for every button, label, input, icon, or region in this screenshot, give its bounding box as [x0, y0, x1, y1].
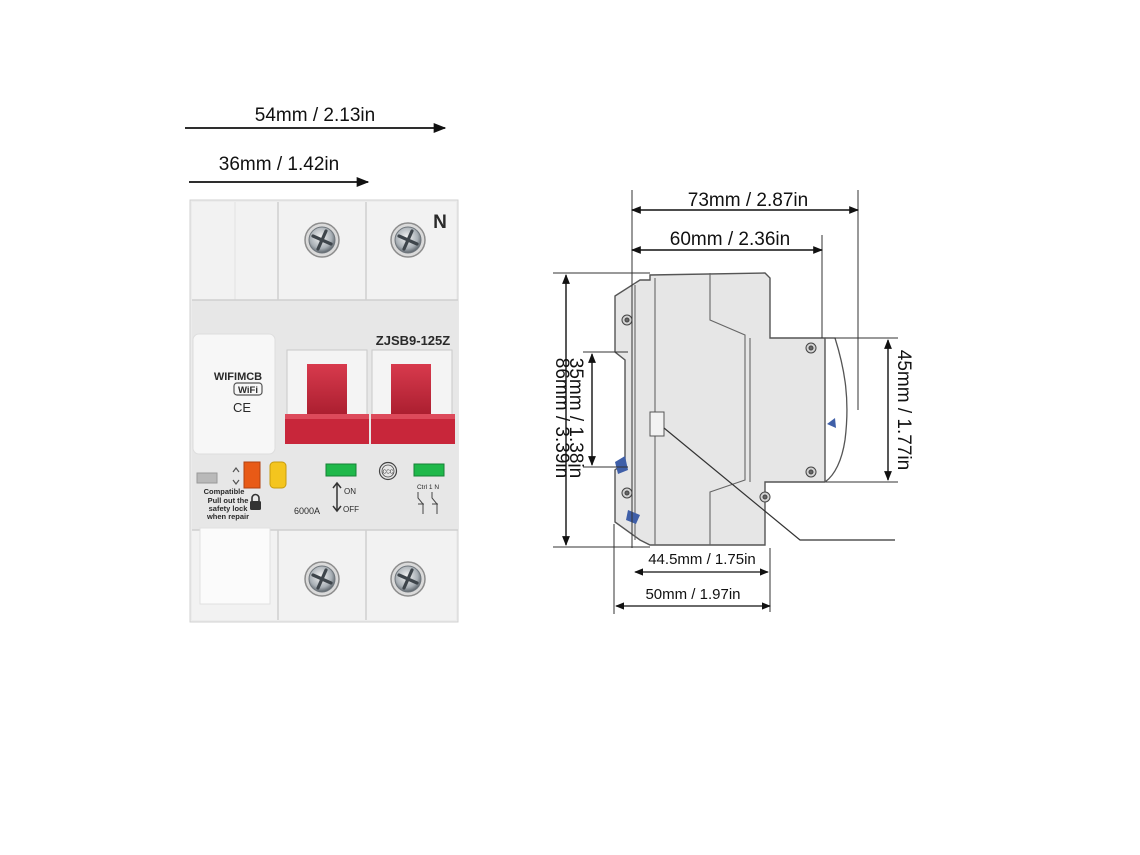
on-label: ON — [344, 487, 356, 496]
terminal-screw-top-right — [389, 221, 427, 259]
rail-clip-right — [827, 418, 836, 428]
terminal-screw-top-left — [303, 221, 341, 259]
rail-clip-upper — [615, 456, 628, 474]
module-width-label: 36mm / 1.42in — [219, 154, 339, 175]
ccc-mark-label: CCC — [383, 470, 394, 476]
circuit-symbol-icon — [417, 492, 438, 514]
terminal-screw-bottom-right — [389, 560, 427, 598]
indicator-orange — [243, 461, 261, 489]
neutral-mark: N — [433, 212, 447, 233]
breaker-side-view-drawing: 73mm / 2.87in 60mm / 2.36in 86mm / 3.39i… — [551, 190, 914, 614]
test-switch — [196, 472, 218, 484]
base-depth-a-label: 44.5mm / 1.75in — [648, 551, 756, 568]
ccc-mark-icon — [378, 461, 398, 481]
terminal-screw-bottom-left — [303, 560, 341, 598]
side-profile-body — [614, 272, 826, 546]
padlock-icon — [250, 493, 261, 510]
safety-notice-line-3: when repair — [206, 512, 249, 521]
on-off-arrow-icon — [332, 481, 342, 513]
off-label: OFF — [343, 505, 359, 514]
wifi-badge — [233, 382, 263, 396]
indicator-yellow — [269, 461, 287, 489]
rating-label: 6000A — [294, 506, 320, 516]
ce-mark: CE — [233, 400, 251, 415]
breaker-handle-right — [371, 364, 455, 444]
brand-label: WIFIMCB — [214, 371, 262, 383]
rail-height-label: 35mm / 1.38in — [565, 358, 586, 478]
wifi-badge-label: WiFi — [238, 385, 258, 396]
circuit-label: Ctrl 1 N — [417, 484, 439, 491]
safety-notice-line-2: safety lock — [209, 504, 249, 513]
drawing-screw-holes — [621, 314, 817, 503]
breaker-handle-left — [285, 364, 369, 444]
base-depth-b-label: 50mm / 1.97in — [645, 586, 740, 603]
compatible-label: Compatible — [204, 487, 245, 496]
rail-clip-lower — [626, 510, 640, 524]
breaker-front-view: 54mm / 2.13in 36mm / 1.42in N ZJSB9-125Z — [185, 105, 459, 623]
inner-depth-label: 60mm / 2.36in — [670, 229, 790, 250]
status-window-left — [325, 463, 357, 477]
height-label: 86mm / 3.39in — [551, 358, 572, 478]
status-window-right — [413, 463, 445, 477]
front-height-label: 45mm / 1.77in — [893, 350, 914, 470]
model-label: ZJSB9-125Z — [376, 333, 450, 348]
safety-notice-line-1: Pull out the — [208, 496, 249, 505]
total-depth-label: 73mm / 2.87in — [688, 190, 808, 211]
total-width-label: 54mm / 2.13in — [255, 105, 375, 126]
